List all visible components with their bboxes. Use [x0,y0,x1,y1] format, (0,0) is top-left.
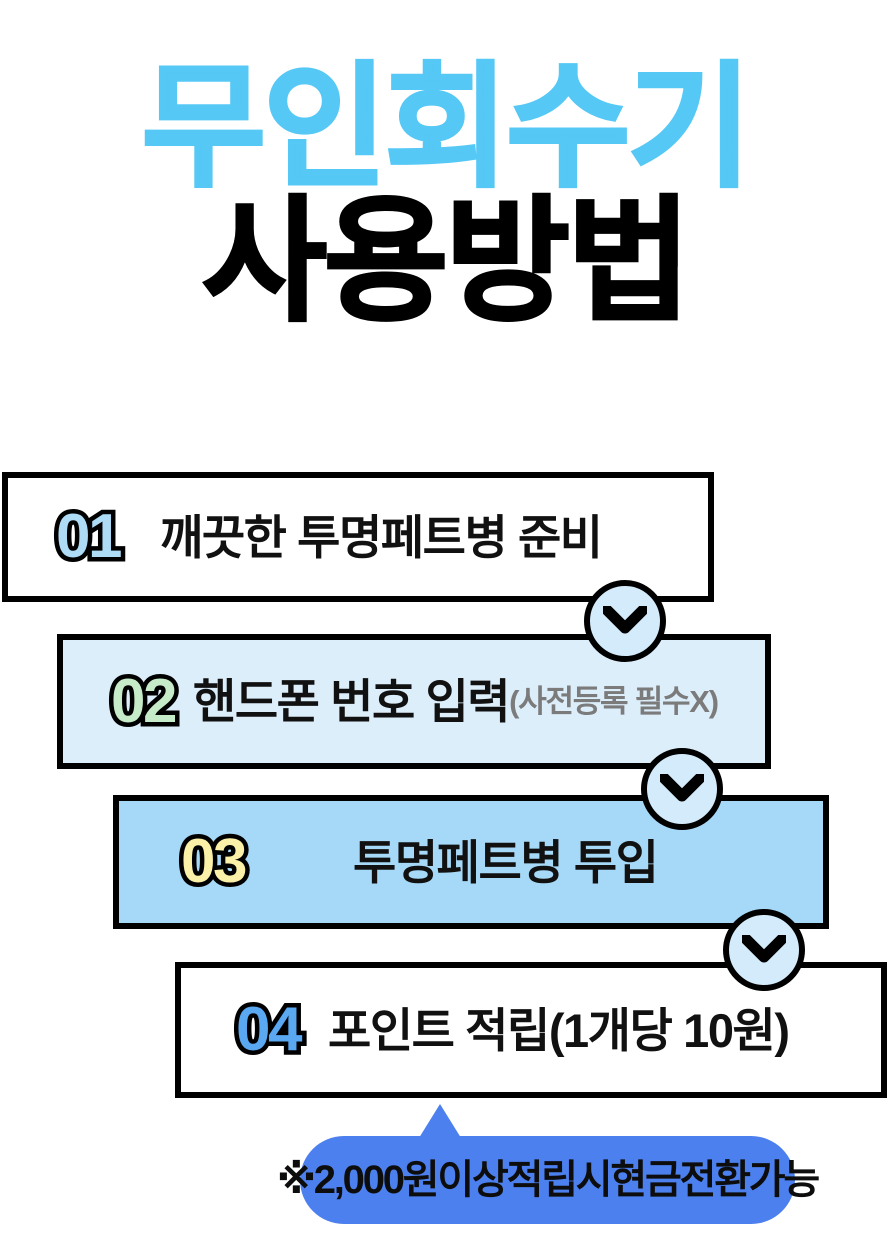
footer-note-pill: ※2,000원이상적립시현금전환가능 [277,1136,820,1224]
title-line-secondary: 사용방법 [201,186,693,338]
step-item-01: 01 깨끗한 투명페트병 준비 [2,472,714,602]
step-item-03: 03 투명페트병 투입 [113,795,829,929]
chevron-down-icon [723,909,805,991]
page-title: 무인회수기 사용방법 [0,52,891,338]
step-number-01: 01 [51,501,126,572]
step-number-03: 03 [176,826,251,897]
step-label-01: 깨끗한 투명페트병 준비 [160,510,603,564]
footer-note-text: ※2,000원이상적립시현금전환가능 [277,1158,820,1202]
title-line-primary: 무인회수기 [140,52,753,203]
chevron-down-icon [641,748,723,830]
step-sublabel-02: (사전등록 필수X) [509,684,719,719]
chevron-down-icon [584,580,666,662]
step-label-03: 투명페트병 투입 [353,835,659,889]
footer-note: ※2,000원이상적립시현금전환가능 [0,1104,891,1234]
step-label-04: 포인트 적립(1개당 10원) [328,1003,790,1057]
step-label-02: 핸드폰 번호 입력 [193,675,511,728]
step-number-04: 04 [231,994,306,1065]
step-item-02: 02 핸드폰 번호 입력 (사전등록 필수X) [57,634,771,769]
step-number-02: 02 [106,666,181,737]
